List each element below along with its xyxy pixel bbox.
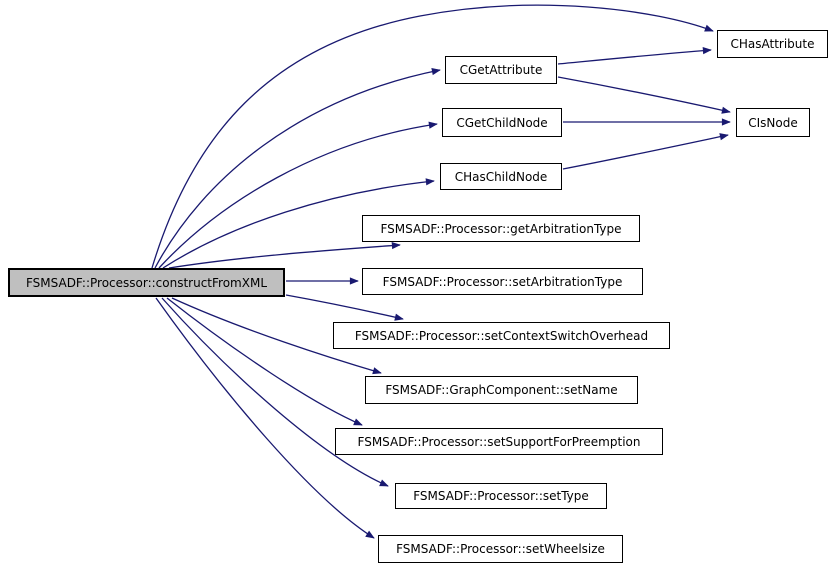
edge-constructFromXML-to-setName (171, 297, 382, 375)
edge-CHasChildNode-to-CIsNode (562, 133, 729, 170)
edge-constructFromXML-to-setWheelsize (155, 297, 375, 539)
node-setWheelsize[interactable]: FSMSADF::Processor::setWheelsize (378, 535, 623, 563)
node-CHasChildNode[interactable]: CHasChildNode (440, 163, 562, 190)
node-CHasAttribute[interactable]: CHasAttribute (717, 30, 828, 58)
edge-constructFromXML-to-setSupportForPreemption (166, 297, 363, 426)
node-CGetAttribute[interactable]: CGetAttribute (445, 56, 557, 84)
edge-CGetAttribute-to-CHasAttribute (557, 47, 712, 65)
edge-constructFromXML-to-setContextSwitchOverhead (285, 294, 404, 321)
node-setArbitrationType[interactable]: FSMSADF::Processor::setArbitrationType (362, 268, 643, 295)
node-getArbitrationType[interactable]: FSMSADF::Processor::getArbitrationType (362, 215, 640, 242)
node-setType[interactable]: FSMSADF::Processor::setType (395, 483, 607, 509)
edge-constructFromXML-to-CGetChildNode (158, 121, 438, 269)
node-CGetChildNode[interactable]: CGetChildNode (442, 108, 562, 137)
node-constructFromXML[interactable]: FSMSADF::Processor::constructFromXML (8, 268, 285, 297)
edge-constructFromXML-to-CGetAttribute (154, 68, 441, 269)
node-CIsNode[interactable]: CIsNode (736, 108, 810, 137)
edge-constructFromXML-to-CHasChildNode (162, 178, 435, 269)
edge-constructFromXML-to-CHasAttribute (151, 4, 714, 269)
node-setName[interactable]: FSMSADF::GraphComponent::setName (365, 376, 638, 404)
edge-CGetAttribute-to-CIsNode (557, 76, 731, 114)
node-setSupportForPreemption[interactable]: FSMSADF::Processor::setSupportForPreempt… (335, 428, 663, 455)
edge-constructFromXML-to-getArbitrationType (168, 242, 401, 269)
node-setContextSwitchOverhead[interactable]: FSMSADF::Processor::setContextSwitchOver… (333, 322, 670, 349)
edge-constructFromXML-to-setType (161, 297, 389, 487)
